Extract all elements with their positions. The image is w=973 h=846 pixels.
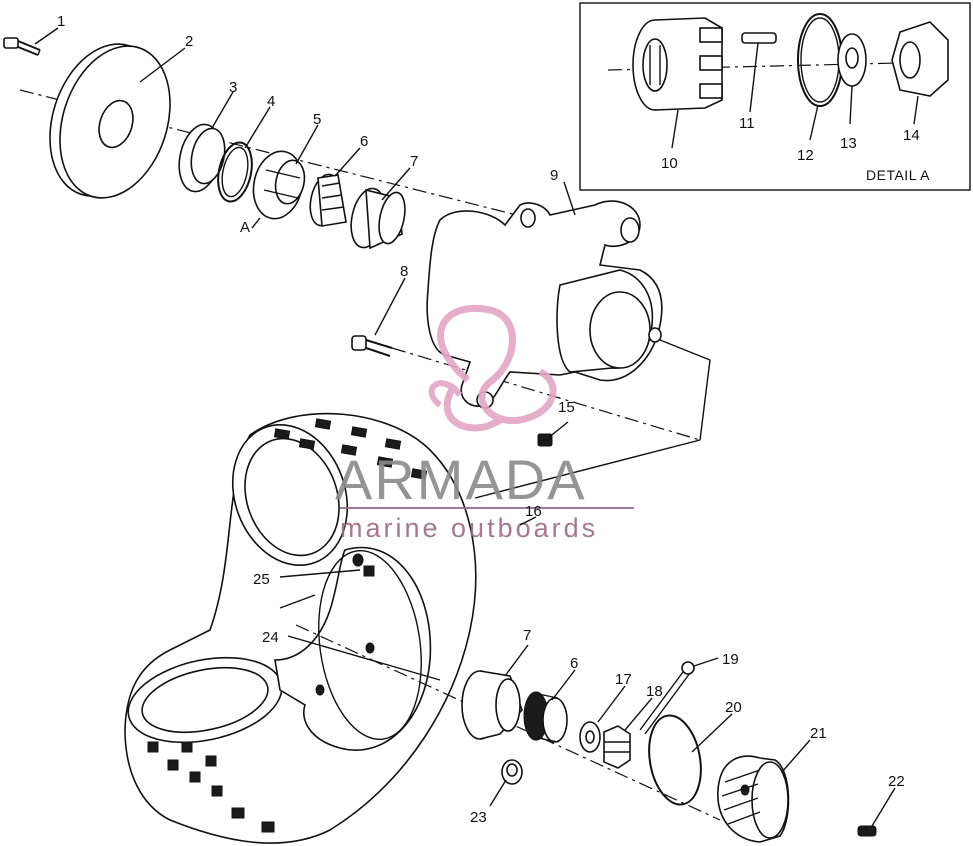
callout-22: 22 (888, 773, 905, 790)
callout-15: 15 (558, 399, 575, 416)
watermark-logo-icon (428, 305, 557, 432)
part-22-screw (857, 825, 877, 837)
callout-8: 8 (400, 263, 408, 280)
detail-a-box: DETAIL A (579, 2, 971, 191)
tire-tread (147, 418, 428, 833)
part-10-castle-hub (632, 17, 723, 111)
part-14-nut (891, 21, 949, 125)
callout-13: 13 (840, 135, 857, 152)
part-19-cotter-pin (639, 661, 695, 735)
part-6-bearing (309, 173, 347, 227)
callout-6-lower: 6 (570, 655, 578, 672)
part-21-hub-cap (717, 755, 790, 843)
callout-11: 11 (739, 115, 755, 132)
callout-6-upper: 6 (360, 133, 368, 150)
part-1-bolt (3, 37, 41, 56)
callout-4: 4 (267, 93, 275, 110)
part-8-bolt (351, 335, 701, 441)
part-24-rim (274, 546, 432, 751)
callout-labels: 1 2 3 4 5 A 6 7 8 9 10 11 12 13 14 15 16… (57, 13, 920, 826)
callout-21: 21 (810, 725, 827, 742)
part-11-cotter-pin (741, 32, 777, 113)
part-17-washer (579, 721, 601, 753)
callout-7-upper: 7 (410, 153, 418, 170)
part-9-steering-knuckle (426, 200, 711, 499)
callout-1: 1 (57, 13, 65, 30)
part-23-lug-nut (501, 759, 523, 785)
part-25-valve-stem (363, 565, 375, 577)
callout-25: 25 (253, 571, 270, 588)
part-12-o-ring (797, 13, 843, 141)
callout-17: 17 (615, 671, 632, 688)
callout-7-lower: 7 (523, 627, 531, 644)
callout-9: 9 (550, 167, 558, 184)
callout-20: 20 (725, 699, 742, 716)
callout-3: 3 (229, 79, 237, 96)
leader-lines (34, 27, 896, 827)
part-4-seal (217, 141, 253, 203)
callout-16: 16 (525, 503, 542, 520)
callout-a: A (240, 219, 250, 236)
part-6-bearing-lower (523, 691, 568, 743)
lower-hub-assembly (461, 661, 877, 843)
callout-19: 19 (722, 651, 739, 668)
callout-10: 10 (661, 155, 678, 172)
callout-2: 2 (185, 33, 193, 50)
part-20-o-ring (648, 714, 702, 806)
callout-14: 14 (903, 127, 920, 144)
part-18-castle-nut (603, 725, 631, 769)
callout-24: 24 (262, 629, 279, 646)
watermark: ARMADA marine outboards (335, 305, 634, 543)
tire-wheel-assembly (124, 412, 721, 844)
part-5-hub-nut (252, 150, 306, 220)
callout-12: 12 (797, 147, 814, 164)
part-7-race (350, 187, 406, 250)
callout-18: 18 (646, 683, 663, 700)
watermark-tagline: marine outboards (340, 513, 598, 543)
part-3-spacer (178, 123, 226, 193)
callout-5: 5 (313, 111, 321, 128)
part-7-race-lower (461, 670, 523, 740)
detail-a-label: DETAIL A (866, 167, 930, 183)
watermark-brand: ARMADA (335, 448, 587, 511)
part-13-washer (837, 33, 867, 125)
callout-23: 23 (470, 809, 487, 826)
part-2-brake-disc (49, 43, 171, 199)
upper-hub-assembly (3, 37, 711, 499)
